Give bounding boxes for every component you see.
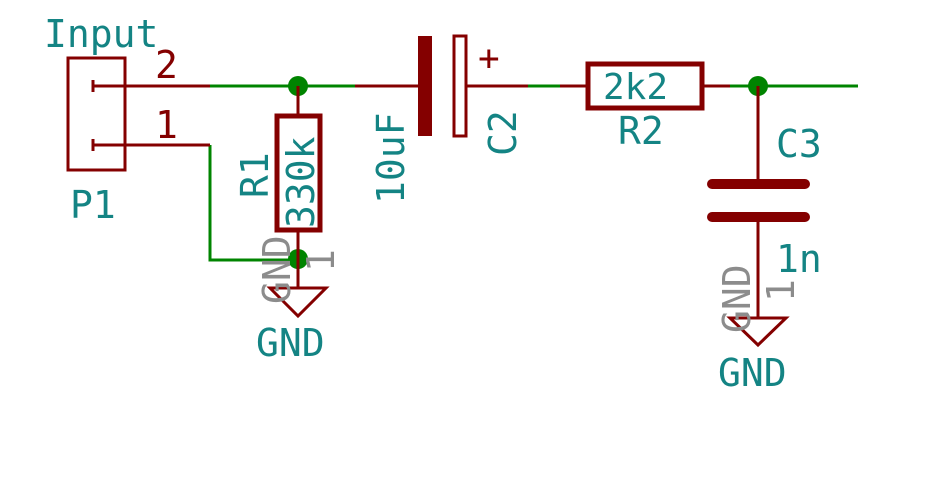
capacitor-c2-plate-negative [418,36,432,136]
gnd-right-hidden-pin: 1 [759,279,803,302]
gnd-symbol-left[interactable]: GND 1 GND [255,235,343,365]
resistor-r2-value: 2k2 [603,67,668,108]
capacitor-c2-plate-positive [452,34,468,138]
gnd-symbol-right[interactable]: GND 1 GND [715,264,803,395]
gnd-left-hidden-name: GND [255,235,299,304]
resistor-r1-ref: R1 [233,152,277,198]
gnd-right-hidden-name: GND [715,264,759,333]
capacitor-c2[interactable]: + 10uF C2 [355,34,528,204]
connector-p1-body [66,56,127,172]
capacitor-c3-ref: C3 [776,122,822,166]
connector-p1-ref: P1 [70,183,116,227]
gnd-right-triangle [726,316,790,348]
capacitor-c2-polarity: + [478,38,500,79]
resistor-r1-value: 330k [279,136,323,228]
capacitor-c3[interactable]: C3 1n [707,86,822,318]
capacitor-c3-value: 1n [776,237,822,281]
connector-p1[interactable]: Input P1 2 1 [44,12,210,227]
gnd-left-label: GND [256,321,325,365]
gnd-right-label: GND [718,351,787,395]
connector-p1-pin2-number: 2 [155,43,178,87]
connector-p1-label: Input [44,12,158,56]
gnd-left-triangle [266,286,330,319]
resistor-r2[interactable]: 2k2 R2 [560,61,730,153]
capacitor-c2-value: 10uF [369,112,413,204]
wire-pin1-to-gnd [208,145,298,262]
resistor-r2-ref: R2 [618,109,664,153]
capacitor-c2-ref: C2 [481,110,525,156]
resistor-r1[interactable]: R1 330k [233,86,323,288]
gnd-left-hidden-pin: 1 [299,249,343,272]
connector-p1-pin1-number: 1 [155,103,178,147]
